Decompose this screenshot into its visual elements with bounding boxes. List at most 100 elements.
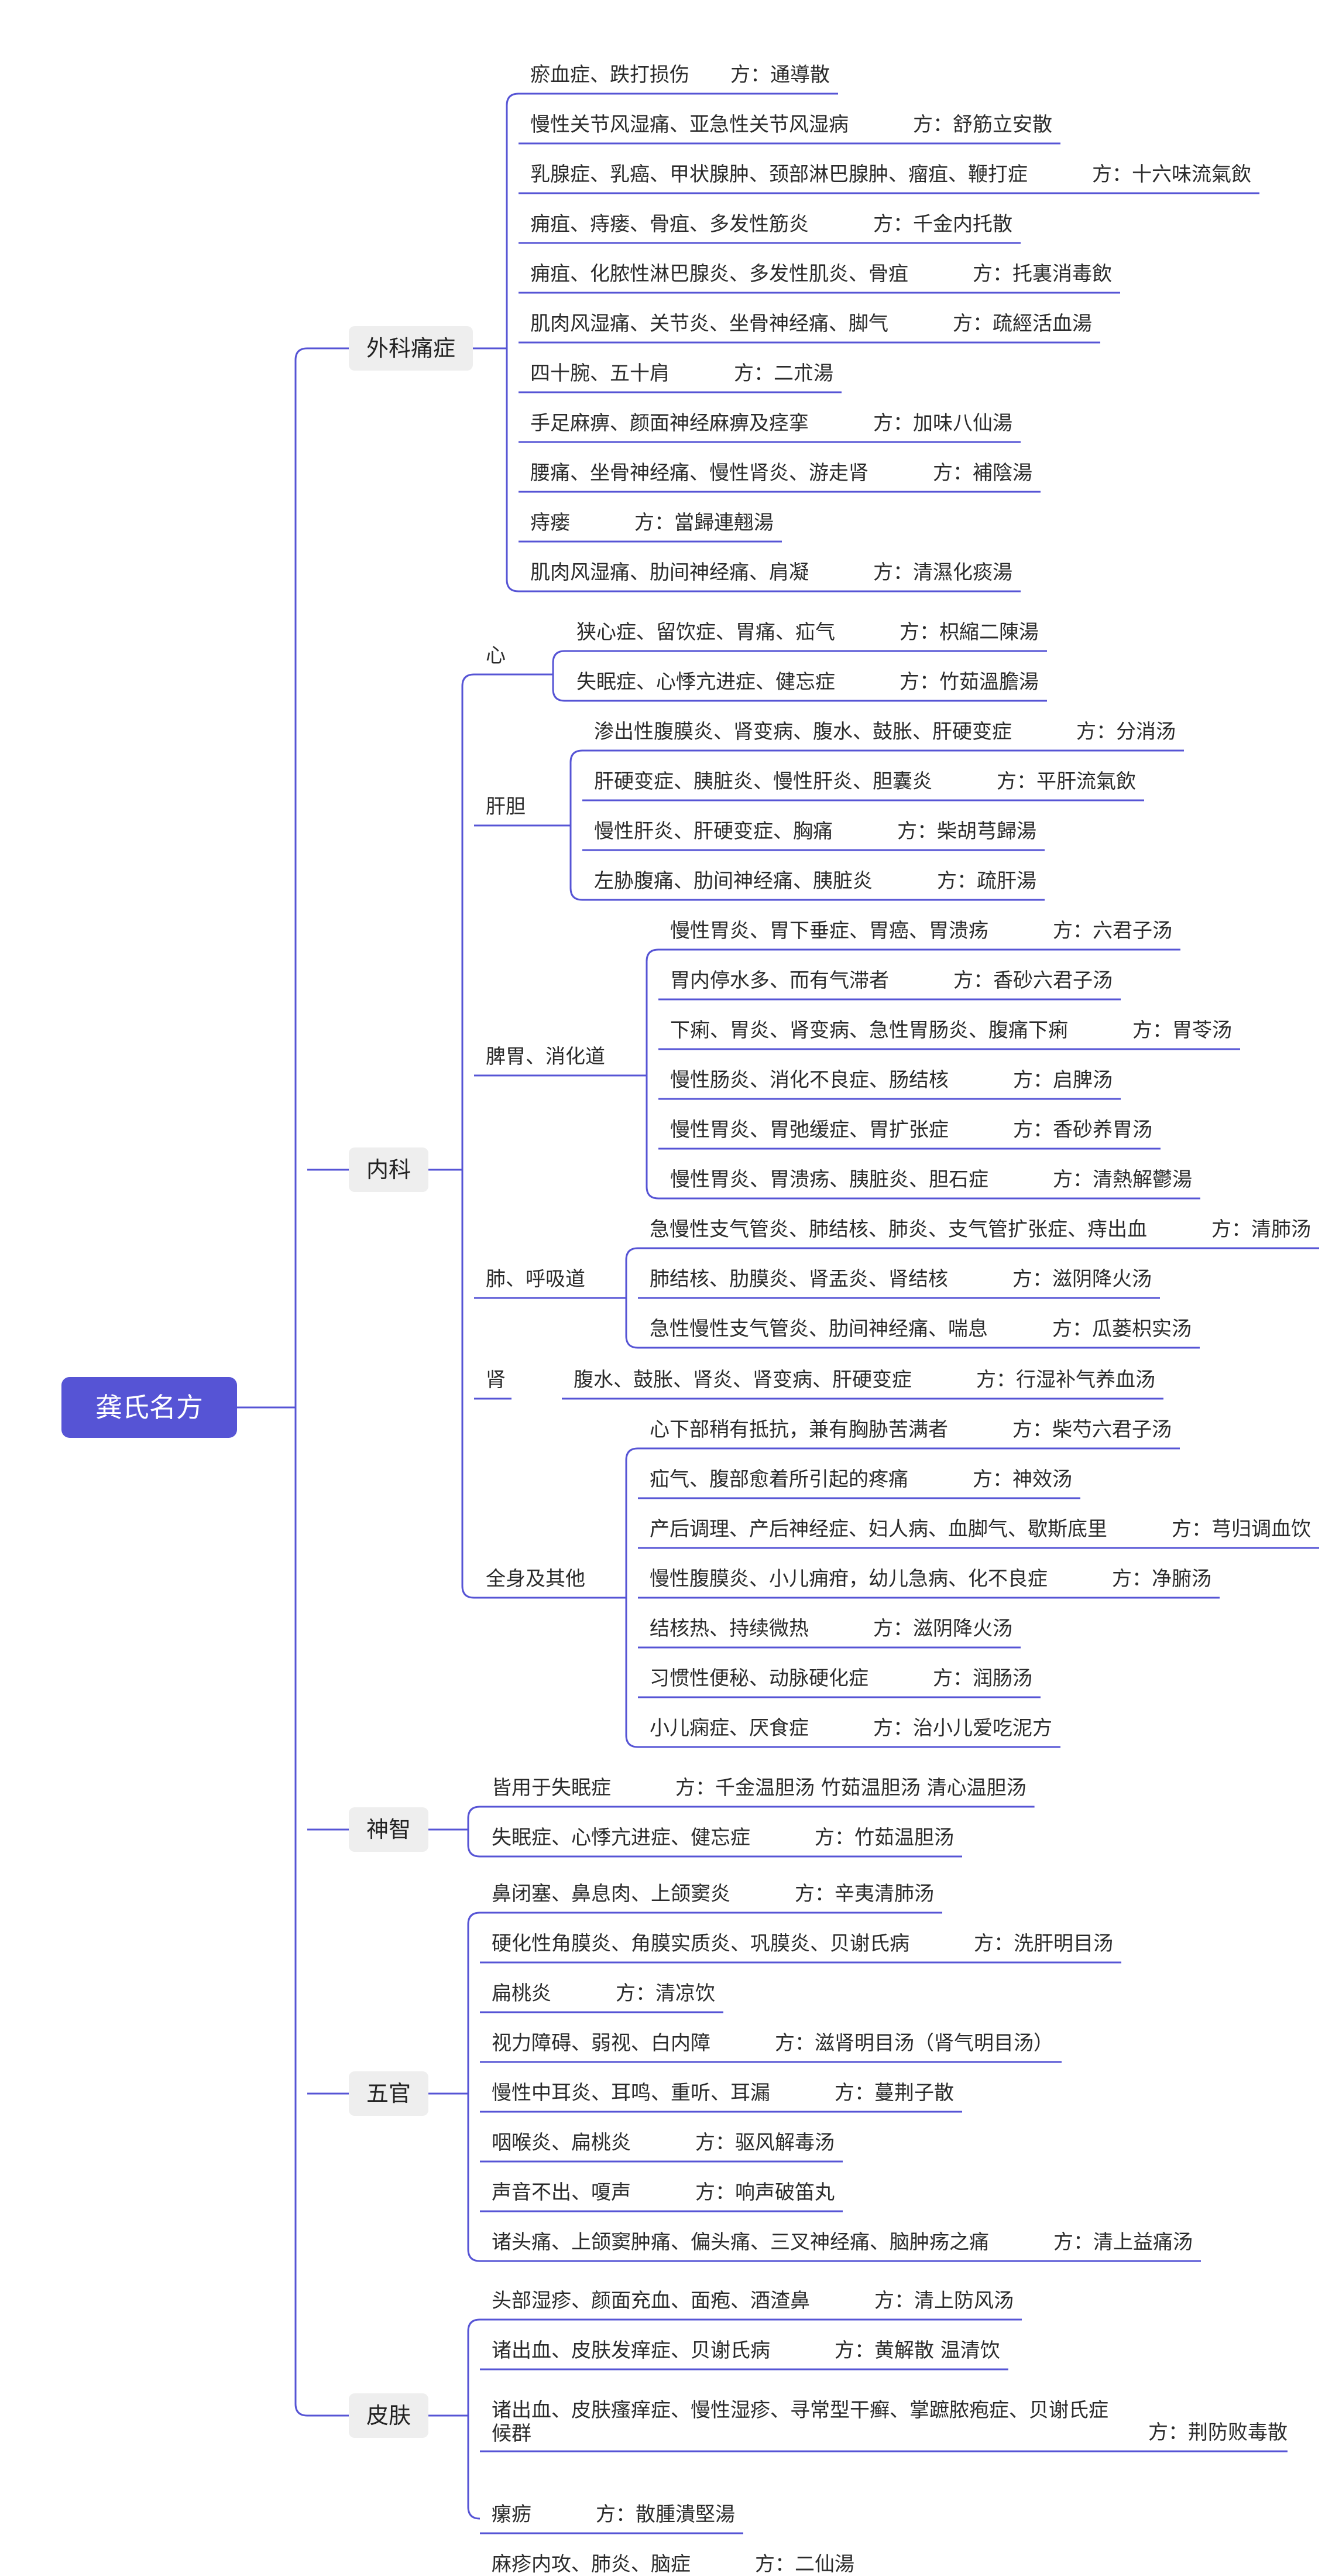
condition-text: 急慢性支气管炎、肺结核、肺炎、支气管扩张症、痔出血: [650, 1218, 1147, 1241]
condition-text: 诸出血、皮肤瘙痒症、慢性湿疹、寻常型干癣、掌蹠脓疱症、贝谢氏症候群: [492, 2399, 1108, 2445]
condition-text: 下痢、胃炎、肾变病、急性胃肠炎、腹痛下痢: [670, 1019, 1068, 1042]
formula-text: 方：黄解散 温清饮: [834, 2339, 1000, 2362]
condition-text: 痔瘘: [530, 511, 570, 535]
formula-text: 方：千金内托散: [873, 213, 1012, 236]
condition-text: 失眠症、心悸亢进症、健忘症: [576, 670, 835, 694]
condition-text: 小儿痫症、厌食症: [650, 1717, 809, 1740]
item-bracket: [625, 1247, 638, 1349]
formula-text: 方：二朮湯: [733, 362, 833, 385]
condition-text: 扁桃炎: [492, 1982, 551, 2005]
formula-text: 方：當歸連翹湯: [634, 511, 774, 535]
formula-text: 方：胃苓汤: [1132, 1019, 1232, 1042]
formula-text: 方：启脾汤: [1012, 1068, 1113, 1092]
condition-text: 腹水、鼓胀、肾炎、肾变病、肝硬变症: [574, 1368, 912, 1392]
condition-text: 麻疹内攻、肺炎、脑症: [492, 2553, 691, 2576]
item-bracket: [506, 93, 519, 592]
formula-text: 方：柴胡芎歸湯: [897, 820, 1036, 843]
condition-text: 瘀血症、跌打损伤: [530, 63, 689, 87]
formula-text: 方：瓜蒌枳实汤: [1052, 1317, 1192, 1341]
formula-text: 方：驱风解毒汤: [695, 2131, 835, 2154]
formula-text: 方：滋阴降火汤: [873, 1617, 1012, 1640]
item-bracket: [625, 1447, 638, 1748]
condition-text: 慢性胃炎、胃溃疡、胰脏炎、胆石症: [670, 1168, 988, 1191]
group-bracket: [461, 673, 475, 1599]
formula-text: 方：竹茹温胆汤: [814, 1826, 954, 1849]
condition-text: 慢性肠炎、消化不良症、肠结核: [670, 1068, 949, 1092]
formula-text: 方：竹茹溫膽湯: [899, 670, 1039, 694]
condition-text: 痈疽、化脓性淋巴腺炎、多发性肌炎、骨疽: [530, 262, 908, 286]
formula-text: 方：柴芍六君子汤: [1012, 1418, 1172, 1441]
formula-text: 方：十六味流氣飲: [1091, 163, 1251, 186]
formula-text: 方：散腫潰堅湯: [595, 2503, 735, 2526]
condition-text: 视力障碍、弱视、白内障: [492, 2032, 710, 2055]
formula-text: 方：疏經活血湯: [952, 312, 1092, 335]
formula-text: 方：托裏消毒飲: [972, 262, 1112, 286]
category-node: 外科痛症: [349, 326, 473, 371]
condition-text: 肌肉风湿痛、肋间神经痛、肩凝: [530, 561, 809, 584]
condition-text: 鼻闭塞、鼻息肉、上颌窦炎: [492, 1882, 730, 1906]
condition-text: 慢性胃炎、胃弛缓症、胃扩张症: [670, 1118, 949, 1142]
condition-text: 慢性肝炎、肝硬变症、胸痛: [594, 820, 833, 843]
formula-text: 方：清上益痛汤: [1053, 2231, 1193, 2254]
formula-text: 方：荆防败毒散: [1148, 2421, 1288, 2444]
item-bracket: [467, 1912, 480, 2262]
group-label: 肾: [486, 1368, 506, 1392]
group-label: 心: [486, 644, 506, 667]
group-label: 脾胃、消化道: [486, 1045, 605, 1068]
condition-text: 瘰疬: [492, 2503, 531, 2526]
condition-text: 产后调理、产后神经症、妇人病、血脚气、歇斯底里: [650, 1517, 1107, 1541]
condition-text: 渗出性腹膜炎、肾变病、腹水、鼓胀、肝硬变症: [594, 720, 1012, 744]
item-bracket: [569, 749, 583, 901]
formula-text: 方：千金温胆汤 竹茹温胆汤 清心温胆汤: [675, 1776, 1027, 1800]
category-node: 皮肤: [349, 2393, 428, 2438]
formula-text: 方：响声破笛丸: [695, 2181, 835, 2204]
formula-text: 方：二仙湯: [754, 2553, 854, 2576]
formula-text: 方：行湿补气养血汤: [976, 1368, 1155, 1392]
formula-text: 方：滋阴降火汤: [1012, 1268, 1152, 1291]
condition-text: 诸头痛、上颌窦肿痛、偏头痛、三叉神经痛、脑肿疡之痛: [492, 2231, 989, 2254]
condition-text: 声音不出、嗄声: [492, 2181, 631, 2204]
condition-text: 胃内停水多、而有气滞者: [670, 969, 889, 992]
condition-text: 头部湿疹、颜面充血、面疱、酒渣鼻: [492, 2289, 810, 2313]
formula-text: 方：補陰湯: [932, 461, 1032, 485]
condition-text: 四十腕、五十肩: [530, 362, 670, 385]
condition-text: 肺结核、肋膜炎、肾盂炎、肾结核: [650, 1268, 948, 1291]
formula-text: 方：疏肝湯: [936, 869, 1036, 893]
formula-text: 方：润肠汤: [932, 1667, 1032, 1690]
formula-text: 方：治小儿爱吃泥方: [873, 1717, 1052, 1740]
category-node: 五官: [349, 2071, 428, 2116]
category-bracket: [294, 347, 308, 2417]
formula-text: 方：清凉饮: [615, 1982, 715, 2005]
item-bracket: [646, 948, 659, 1200]
condition-text: 手足麻痹、颜面神经麻痹及痉挛: [530, 412, 809, 435]
formula-text: 方：清肺汤: [1211, 1218, 1311, 1241]
formula-text: 方：六君子汤: [1052, 919, 1172, 943]
condition-text: 皆用于失眠症: [492, 1776, 611, 1800]
condition-text: 结核热、持续微热: [650, 1617, 809, 1640]
condition-text: 肌肉风湿痛、关节炎、坐骨神经痛、脚气: [530, 312, 888, 335]
formula-text: 方：分消汤: [1076, 720, 1176, 744]
condition-text: 乳腺症、乳癌、甲状腺肿、颈部淋巴腺肿、瘤疽、鞭打症: [530, 163, 1028, 186]
group-label: 肝胆: [486, 795, 526, 818]
condition-text: 腰痛、坐骨神经痛、慢性肾炎、游走肾: [530, 461, 868, 485]
item-bracket: [467, 1806, 480, 1858]
condition-text: 急性慢性支气管炎、肋间神经痛、喘息: [650, 1317, 988, 1341]
formula-text: 方：辛夷清肺汤: [794, 1882, 934, 1906]
condition-text: 咽喉炎、扁桃炎: [492, 2131, 631, 2154]
condition-text: 慢性腹膜炎、小儿痈疳，幼儿急病、化不良症: [650, 1567, 1048, 1591]
formula-text: 方：清熱解鬱湯: [1052, 1168, 1192, 1191]
formula-text: 方：滋肾明目汤（肾气明目汤）: [774, 2032, 1053, 2055]
condition-text: 习惯性便秘、动脉硬化症: [650, 1667, 868, 1690]
item-bracket: [467, 2318, 480, 2520]
formula-text: 方：加味八仙湯: [873, 412, 1012, 435]
condition-text: 慢性胃炎、胃下垂症、胃癌、胃溃疡: [670, 919, 988, 943]
formula-text: 方：通導散: [730, 63, 830, 87]
formula-text: 方：清上防风汤: [874, 2289, 1014, 2313]
condition-text: 疝气、腹部愈着所引起的疼痛: [650, 1468, 908, 1491]
condition-text: 痈疽、痔瘘、骨疽、多发性筋炎: [530, 213, 809, 236]
root-node: 龚氏名方: [61, 1377, 237, 1438]
formula-text: 方：香砂六君子汤: [953, 969, 1113, 992]
condition-text: 左胁腹痛、肋间神经痛、胰脏炎: [594, 869, 873, 893]
